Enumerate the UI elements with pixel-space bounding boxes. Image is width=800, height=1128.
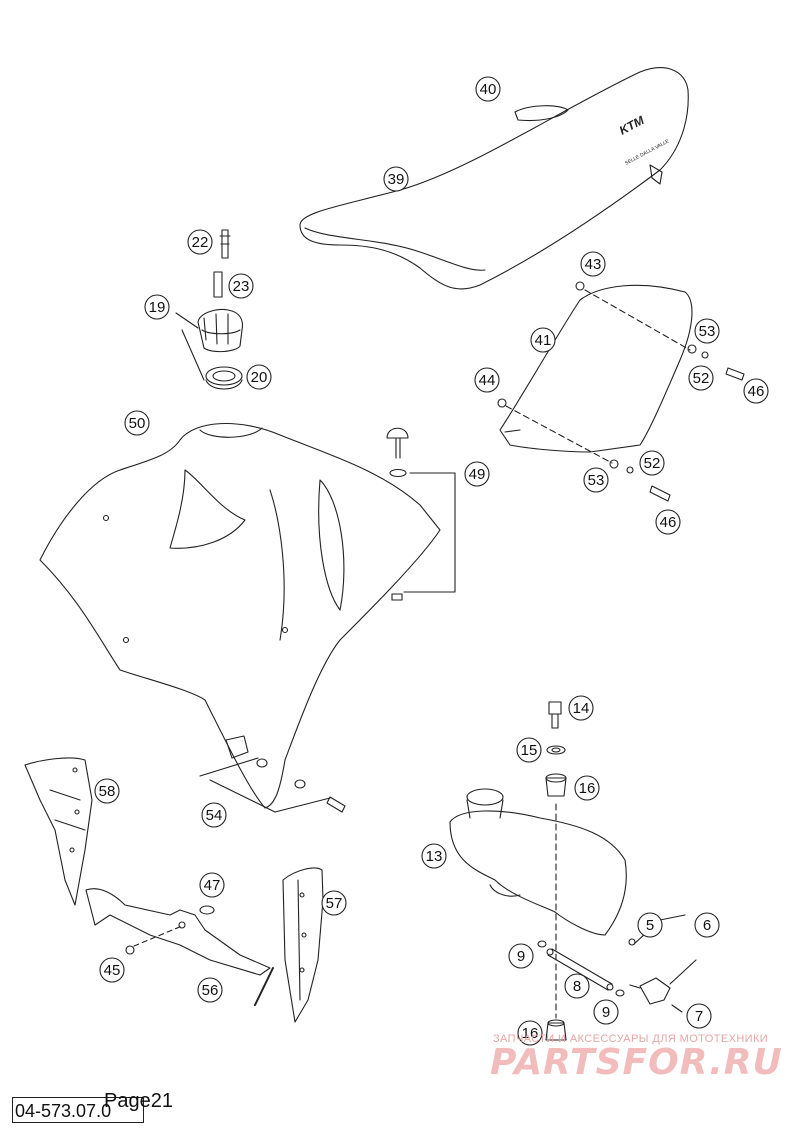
svg-text:9: 9 bbox=[602, 1004, 610, 1021]
svg-text:43: 43 bbox=[585, 256, 602, 273]
callout-22: 22 bbox=[187, 229, 213, 255]
svg-text:54: 54 bbox=[206, 807, 223, 824]
svg-text:41: 41 bbox=[535, 332, 552, 349]
svg-text:23: 23 bbox=[233, 278, 250, 295]
seat-part: KTM SELLE DALLA VALLE bbox=[299, 67, 689, 290]
svg-text:57: 57 bbox=[326, 895, 343, 912]
watermark-brand: PARTSFOR.RU bbox=[490, 1042, 783, 1083]
callout-47: 47 bbox=[199, 872, 225, 898]
lower-bracket-part bbox=[85, 888, 274, 1006]
callout-58: 58 bbox=[94, 778, 120, 804]
callout-56: 56 bbox=[197, 977, 223, 1003]
fuel-hose-part bbox=[546, 948, 614, 991]
svg-text:16: 16 bbox=[522, 1025, 539, 1042]
hose-clamp-part bbox=[537, 940, 625, 997]
callout-52: 52 bbox=[688, 365, 714, 391]
svg-text:53: 53 bbox=[699, 323, 716, 340]
callout-41: 41 bbox=[530, 327, 556, 353]
washer-15-part bbox=[546, 745, 566, 755]
tank-bolt-part bbox=[386, 427, 456, 601]
svg-text:22: 22 bbox=[192, 234, 209, 251]
svg-text:52: 52 bbox=[693, 370, 710, 387]
grommet-16b-part bbox=[545, 1019, 567, 1041]
cap-leader bbox=[175, 312, 205, 381]
svg-text:14: 14 bbox=[573, 700, 590, 717]
watermark-tagline: ЗАПЧАСТИ И АКСЕССУАРЫ ДЛЯ МОТОТЕХНИКИ bbox=[493, 1033, 769, 1045]
callout-43: 43 bbox=[580, 251, 606, 277]
callout-14: 14 bbox=[568, 695, 594, 721]
callout-23: 23 bbox=[228, 273, 254, 299]
svg-text:6: 6 bbox=[703, 917, 711, 934]
document-number: 04-573.07.0 bbox=[12, 1097, 144, 1123]
left-bracket-part bbox=[24, 757, 93, 906]
svg-text:13: 13 bbox=[426, 848, 443, 865]
callout-6: 6 bbox=[694, 912, 720, 938]
seat-logo-subtext: SELLE DALLA VALLE bbox=[624, 138, 671, 167]
callout-9: 9 bbox=[508, 943, 534, 969]
tank-bolt-14-part bbox=[548, 701, 562, 729]
mount-fastener-part bbox=[199, 735, 346, 813]
svg-text:46: 46 bbox=[748, 383, 765, 400]
callout-9b: 9 bbox=[593, 999, 619, 1025]
svg-text:40: 40 bbox=[480, 81, 497, 98]
callout-46: 46 bbox=[743, 378, 769, 404]
vent-pin-part bbox=[213, 229, 231, 298]
callout-52b: 52 bbox=[639, 450, 665, 476]
callout-49: 49 bbox=[464, 461, 490, 487]
callout-57: 57 bbox=[321, 890, 347, 916]
fuel-cap-part bbox=[197, 308, 244, 353]
right-bracket-part bbox=[282, 867, 324, 1023]
tank-spoiler-part bbox=[497, 281, 745, 502]
svg-text:53: 53 bbox=[588, 472, 605, 489]
callout-54: 54 bbox=[201, 802, 227, 828]
callout-53: 53 bbox=[694, 318, 720, 344]
callout-44: 44 bbox=[474, 367, 500, 393]
aux-fuel-tank-part bbox=[449, 788, 627, 936]
svg-text:39: 39 bbox=[388, 171, 405, 188]
callout-40: 40 bbox=[475, 76, 501, 102]
callout-46b: 46 bbox=[655, 509, 681, 535]
callout-39: 39 bbox=[383, 166, 409, 192]
svg-text:47: 47 bbox=[204, 877, 221, 894]
seat-logo: KTM bbox=[617, 113, 647, 138]
tank-shroud-part bbox=[39, 422, 441, 809]
callout-15: 15 bbox=[516, 737, 542, 763]
callout-50: 50 bbox=[124, 410, 150, 436]
svg-text:5: 5 bbox=[646, 917, 654, 934]
svg-text:50: 50 bbox=[129, 415, 146, 432]
svg-text:8: 8 bbox=[573, 978, 581, 995]
svg-text:52: 52 bbox=[644, 455, 661, 472]
svg-text:56: 56 bbox=[202, 982, 219, 999]
callout-8: 8 bbox=[564, 973, 590, 999]
svg-text:19: 19 bbox=[149, 299, 166, 316]
page-label: Page21 bbox=[104, 1090, 173, 1112]
callout-45: 45 bbox=[99, 957, 125, 983]
callout-5: 5 bbox=[637, 912, 663, 938]
svg-text:45: 45 bbox=[104, 962, 121, 979]
svg-text:20: 20 bbox=[251, 369, 268, 386]
callout-16: 16 bbox=[574, 775, 600, 801]
callout-13: 13 bbox=[421, 843, 447, 869]
callout-53b: 53 bbox=[583, 467, 609, 493]
callout-16b: 16 bbox=[517, 1020, 543, 1046]
grommet-16-part bbox=[545, 773, 567, 797]
svg-text:46: 46 bbox=[660, 514, 677, 531]
svg-text:9: 9 bbox=[517, 948, 525, 965]
callout-7: 7 bbox=[686, 1003, 712, 1029]
fuel-tap-part bbox=[628, 914, 697, 1013]
callout-19: 19 bbox=[144, 294, 170, 320]
svg-text:49: 49 bbox=[469, 466, 486, 483]
svg-text:15: 15 bbox=[521, 742, 538, 759]
cap-gasket-part bbox=[205, 366, 243, 390]
svg-text:44: 44 bbox=[479, 372, 496, 389]
callout-20: 20 bbox=[246, 364, 272, 390]
svg-text:16: 16 bbox=[579, 780, 596, 797]
svg-text:7: 7 bbox=[695, 1008, 703, 1025]
svg-text:58: 58 bbox=[99, 783, 116, 800]
